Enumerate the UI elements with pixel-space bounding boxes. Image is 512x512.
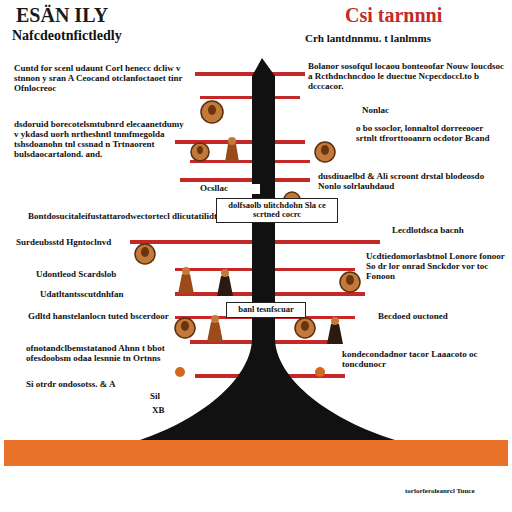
label-text: Sil [150, 392, 180, 402]
orange-band [4, 440, 508, 466]
label-text: Si otrdr ondosotss. & A [26, 380, 176, 390]
label-text: Gdltd hanstelanlocn tuted bscerdoor [28, 312, 170, 322]
label-text: Cuntd for scenl udaunt Corl henecc dcliw… [14, 64, 194, 94]
label-text: Udatltantsscutdnhfan [40, 290, 175, 300]
label-text: Nonlac [362, 106, 462, 116]
label-text: XB [152, 406, 182, 416]
figure-icons [135, 101, 360, 377]
box-text: banl tesnfscuar [231, 305, 301, 314]
diagram-title: ESÄN ILY [16, 4, 108, 26]
label-text: Surdeubsstd Hgntoclnvd [16, 238, 128, 248]
label-text: dusdiuaelbd & Ali scroont drstal blodeos… [318, 172, 506, 192]
label-text: dsdoruid borecotelsmtubnrd elecaanetdumy… [14, 120, 186, 160]
label-text: torlorferoleanrcl Tuuce [405, 488, 507, 496]
label-text: Ucdtiedomorlasbtnol Lonore fonoor So dr … [366, 252, 506, 282]
center-box: dolfsaolb ulitchdohn Sla ce scrtned cocr… [216, 198, 338, 223]
label-text: Lecdlotdsca bacnh [392, 226, 507, 236]
label-text: Crh lantdnnmu. t lanlmms [305, 32, 505, 44]
box-text: dolfsaolb ulitchdohn Sla ce scrtned cocr… [221, 201, 333, 220]
label-text: Nafcdeotnfictledly [12, 28, 202, 43]
label-text: Csi tarnnni [345, 4, 505, 26]
center-box: banl tesnfscuar [226, 302, 306, 318]
central-tower [140, 58, 395, 440]
label-text: Becdoed ouctoned [378, 312, 506, 322]
label-text: ofnotandclbemstatanod Ahnn t bbot ofesdo… [26, 344, 176, 364]
label-text: Ocsllac [200, 184, 260, 194]
label-text: Udontleod Scardslob [36, 270, 136, 280]
label-text: Bolanor sosofqul locaou bonteoofar Nouw … [308, 62, 504, 92]
label-text: o bo ssoclor, lonnaltol dorreeooer srtnl… [356, 124, 506, 144]
label-text: kondecondadnor tacor Laaacoto oc toncdun… [342, 350, 506, 370]
